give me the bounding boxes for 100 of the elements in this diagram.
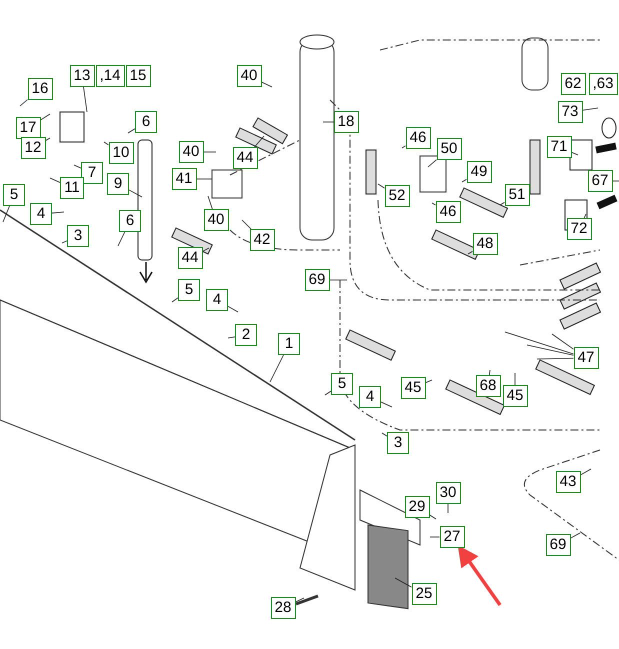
leader-line [40,114,50,120]
callout-number: 45 [400,377,426,399]
callout-number: 7 [81,162,103,184]
leader-line [208,196,213,210]
leader-line [504,332,574,354]
callout-number: 3 [387,432,409,454]
leader-line [580,468,592,476]
callout-number: 5 [178,279,200,301]
callout-number: 50 [436,138,462,160]
callout-number: 5 [331,373,353,395]
callout-number: 69 [546,534,570,556]
leader-line [402,145,406,148]
leader-line [242,220,252,230]
leader-line [612,180,619,182]
leader-line [468,250,473,254]
leader-line [514,372,516,386]
leader-line [584,214,586,218]
callout-number: 49 [466,161,492,183]
callout-number: 40 [178,141,204,163]
leader-line [172,297,178,302]
leader-line [378,184,385,188]
callout-number: 9 [107,173,129,195]
leader-line [50,178,60,183]
leader-line [500,202,505,206]
callout-number: 11 [60,177,84,199]
callout-number: 13 [70,65,94,87]
callout-number: 4 [359,386,381,408]
callout-number: 6 [135,111,157,133]
leader-line [128,128,136,134]
callout-number: 42 [250,229,274,251]
callout-number: 71 [546,136,572,158]
leader-line [571,152,578,156]
leader-line [536,358,574,360]
leader-line [430,536,440,538]
callout-number: 6 [119,210,141,232]
leader-line [582,108,598,111]
callout-number: ,14 [96,65,124,87]
leader-line [570,532,580,539]
leader-line [228,306,238,312]
leader-line [270,354,284,382]
callout-number: 72 [566,218,592,240]
callout-number: 41 [172,168,196,190]
callout-number: 40 [204,209,228,231]
leader-line [382,432,388,437]
leader-line [118,232,126,246]
leader-line [228,336,236,338]
leader-line [20,99,28,106]
leader-line [462,178,467,182]
callout-number: 12 [20,137,46,159]
callout-number: 1 [278,333,300,355]
callout-number: 46 [436,201,460,223]
callout-number: ,63 [588,73,618,95]
callout-number: 69 [304,269,330,291]
leader-line [74,164,82,169]
leader-line [429,514,436,520]
leader-line [432,202,436,206]
leader-line [254,136,264,148]
callout-number: 73 [558,101,582,123]
leader-line [428,159,437,168]
callout-number: 45 [502,385,528,407]
callout-number: 15 [126,65,150,87]
callout-number: 44 [232,147,258,169]
callout-number: 5 [3,184,25,206]
callout-number: 44 [178,247,202,269]
callout-number: 4 [30,203,52,225]
callout-number: 27 [440,526,464,548]
leader-line [324,390,332,396]
leader-line [552,334,574,350]
callout-number: 43 [556,471,580,493]
leader-line [488,370,490,376]
callout-number: 46 [406,127,430,149]
leader-line [394,578,412,588]
callout-number: 40 [236,65,262,87]
leader-line [196,178,212,180]
leader-line [380,402,392,408]
leader-line [261,82,272,88]
callout-number: 16 [28,78,52,100]
callout-number: 67 [588,170,612,192]
leader-line [83,86,88,112]
leader-line [52,212,64,214]
callout-number: 48 [472,233,498,255]
callout-number: 62 [560,73,586,95]
leader-line [128,190,142,198]
callout-number: 68 [476,375,500,397]
callout-number: 25 [412,583,436,605]
callout-number: 28 [270,597,296,619]
leader-line [104,142,109,146]
callout-number: 4 [206,289,228,311]
leader-line [2,206,10,222]
leader-line [295,598,304,602]
callout-number: 18 [334,111,358,133]
callout-number: 47 [574,347,598,369]
callout-number: 29 [404,496,430,518]
callout-number: 2 [235,324,257,346]
callout-number: 3 [67,225,89,247]
leader-line [62,240,68,244]
leader-line [526,344,574,356]
callout-number: 30 [436,482,460,504]
callout-number: 17 [16,117,40,139]
callout-number: 52 [384,185,410,207]
